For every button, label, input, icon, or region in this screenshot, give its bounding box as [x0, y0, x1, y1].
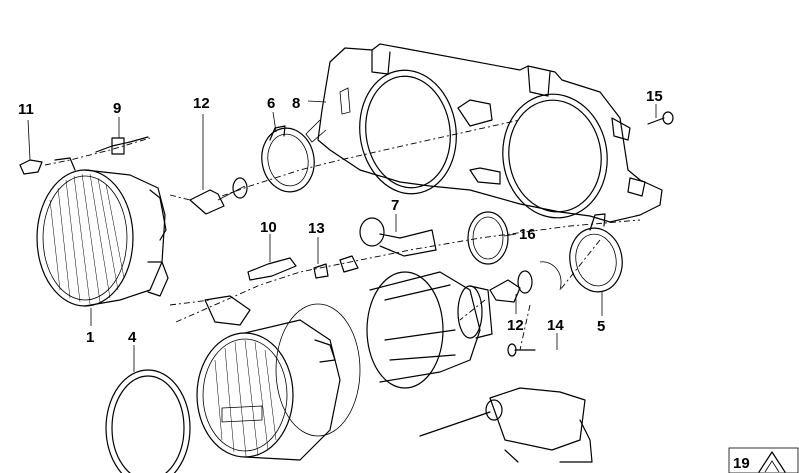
- reflector-assembly: [366, 271, 493, 389]
- callout-13: 13: [308, 220, 325, 237]
- bulb-11: [19, 159, 43, 175]
- callout-labels: 1 4 5 6 7 8 9 10 11 12 12 13 14 15 16: [18, 88, 663, 346]
- callout-16: 16: [519, 226, 536, 243]
- callout-8: 8: [292, 95, 300, 112]
- headlight-housing: [305, 43, 663, 223]
- callout-19: 19: [733, 455, 750, 472]
- bulb-ring-5: [569, 213, 623, 293]
- callout-9: 9: [113, 100, 121, 117]
- callout-5: 5: [597, 318, 605, 335]
- callout-10: 10: [260, 219, 277, 236]
- callout-12-lower: 12: [507, 317, 524, 334]
- bulb-ring-16: [467, 211, 509, 265]
- callout-12-upper: 12: [193, 95, 210, 112]
- callout-1: 1: [86, 329, 94, 346]
- warning-triangle-icon: [758, 451, 786, 473]
- headlight-lens-lower: [196, 295, 341, 461]
- bulb-12-upper: [189, 177, 248, 215]
- screw-14: [507, 343, 536, 357]
- bulb-ring-6: [261, 125, 315, 193]
- clip-13: [313, 263, 329, 279]
- leader-lines: [27, 100, 657, 372]
- screw-15: [647, 111, 674, 125]
- gasket-ring: [275, 303, 361, 437]
- callout-4: 4: [128, 329, 137, 346]
- callout-14: 14: [547, 317, 564, 334]
- assembly-lines: [44, 119, 641, 351]
- screw-9: [95, 136, 149, 155]
- headlight-lens-1: [36, 157, 169, 307]
- adjuster-motor: [419, 387, 593, 463]
- bulb-12-lower: [489, 261, 562, 303]
- callout-7: 7: [391, 197, 399, 214]
- part-19-box: 19: [728, 447, 799, 473]
- callout-11: 11: [18, 101, 34, 118]
- bulb-10: [247, 257, 297, 281]
- callout-15: 15: [646, 88, 663, 105]
- bulb-ring-7: [339, 217, 437, 273]
- callout-6: 6: [267, 95, 275, 112]
- trim-ring-4: [105, 369, 191, 473]
